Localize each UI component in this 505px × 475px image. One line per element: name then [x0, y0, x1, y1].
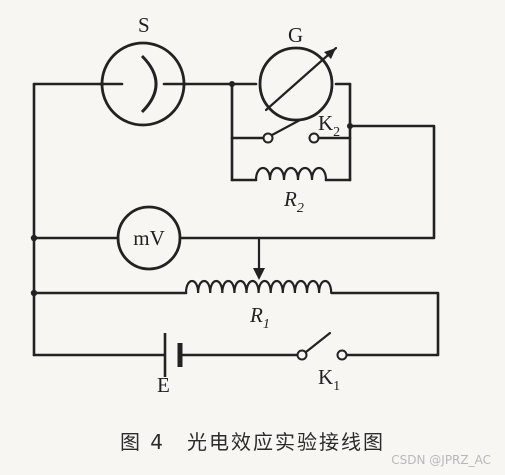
label-r1: R1: [249, 303, 270, 332]
wire-right-loop: [178, 124, 436, 240]
label-r2-main: R: [283, 187, 297, 211]
label-r2-sub: 2: [297, 201, 304, 216]
wire-r1-right: [330, 291, 440, 357]
junction-right: [347, 123, 353, 129]
photocell-cathode: [140, 54, 158, 114]
label-k2: K2: [318, 111, 340, 140]
galvanometer: [258, 46, 338, 122]
resistor-r2-coil: [254, 166, 328, 182]
galvanometer-arrow-shaft: [264, 46, 338, 112]
label-k2-sub: 2: [333, 125, 340, 140]
switch-k1: [296, 331, 348, 361]
label-r1-main: R: [249, 303, 263, 327]
label-galvanometer: G: [288, 23, 303, 47]
figure-title: 光电效应实验接线图: [187, 430, 386, 454]
watermark: CSDN @JPRZ_AC: [391, 453, 491, 467]
label-k1: K1: [318, 365, 340, 394]
switch-k1-terminal-left: [296, 349, 308, 361]
label-k1-sub: 1: [333, 379, 340, 394]
label-k2-main: K: [318, 111, 333, 135]
junction-g-left: [229, 81, 235, 87]
label-r1-sub: 1: [263, 317, 270, 332]
figure-caption: 图 4 光电效应实验接线图: [0, 426, 505, 455]
rheostat-wiper-arrow: [253, 268, 265, 280]
switch-k2: [262, 118, 320, 144]
rheostat-r1-coil: [184, 279, 333, 295]
label-battery: E: [157, 373, 170, 397]
switch-k2-terminal-left: [262, 132, 274, 144]
junction-mv-left: [30, 234, 38, 242]
galvanometer-ring: [258, 46, 334, 122]
label-photocell: S: [138, 13, 150, 37]
figure-number: 图 4: [119, 430, 166, 454]
millivoltmeter-ring: [116, 205, 182, 271]
label-millivoltmeter: mV: [133, 226, 165, 250]
switch-k1-terminal-right: [336, 349, 348, 361]
battery: [163, 333, 183, 377]
switch-k2-terminal-right: [308, 132, 320, 144]
switch-k2-blade: [270, 118, 302, 137]
switch-k1-blade: [304, 331, 332, 354]
photocell: [98, 41, 188, 127]
label-r2: R2: [283, 187, 304, 216]
junction-r1-left: [30, 289, 38, 297]
label-k1-main: K: [318, 365, 333, 389]
galvanometer-arrowhead: [324, 48, 336, 59]
